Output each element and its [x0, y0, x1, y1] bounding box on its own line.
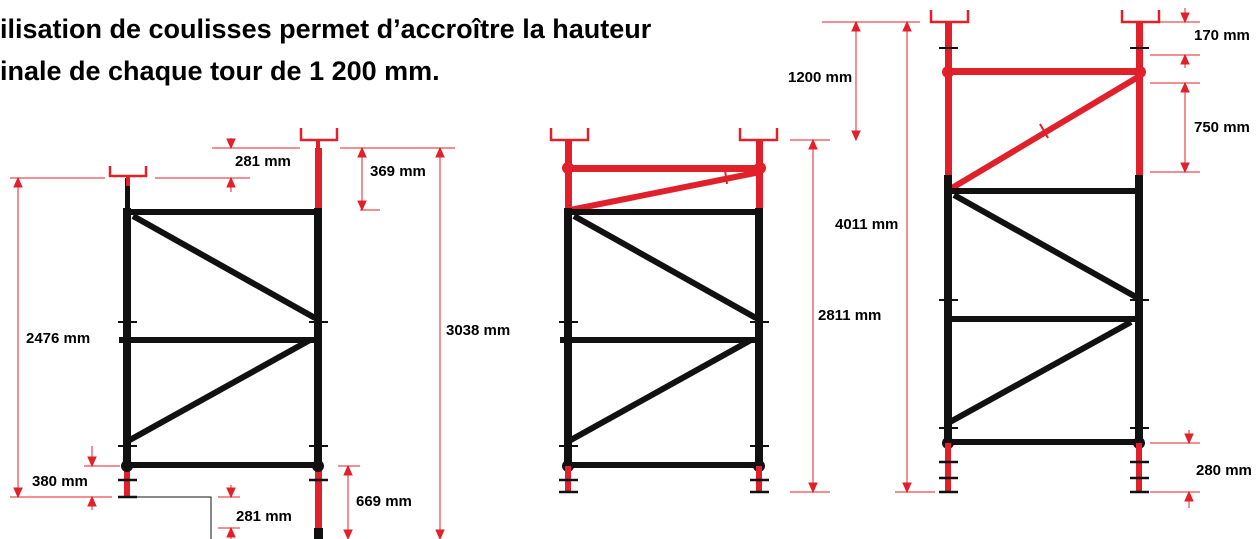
label-2811mm: 2811 mm [818, 307, 882, 324]
label-170mm: 170 mm [1194, 27, 1250, 44]
label-1200mm: 1200 mm [788, 69, 853, 86]
tower3-left-extension [945, 22, 952, 177]
tower-2 [549, 128, 779, 494]
label-281mm-top: 281 mm [235, 153, 291, 170]
tower-1 [108, 128, 339, 539]
tower3-extension-ledger [946, 68, 1142, 75]
label-2476mm: 2476 mm [26, 330, 91, 347]
label-380mm: 380 mm [32, 473, 88, 490]
tower1-right-extension-top [315, 148, 322, 210]
tower2-dimensions [790, 138, 830, 494]
tower1-right-extension-bottom [315, 466, 322, 539]
tower1-right-head [299, 128, 339, 142]
heading-line-2: inale de chaque tour de 1 200 mm. [0, 56, 440, 86]
heading-line-1: ilisation de coulisses permet d’accroîtr… [0, 14, 652, 44]
tower1-left-head [108, 166, 148, 178]
label-281mm-bottom: 281 mm [236, 508, 292, 525]
heading: ilisation de coulisses permet d’accroîtr… [0, 8, 651, 92]
label-750mm: 750 mm [1194, 119, 1250, 136]
label-3038mm: 3038 mm [446, 322, 511, 339]
label-669mm: 669 mm [356, 493, 412, 510]
label-369mm: 369 mm [370, 163, 426, 180]
tower3-right-post [1135, 175, 1143, 443]
label-280mm: 280 mm [1196, 462, 1252, 479]
tower1-dimensions [10, 138, 455, 539]
tower3-left-post [944, 175, 952, 443]
tower2-left-extension [565, 140, 572, 210]
tower2-extension-ledger [566, 165, 762, 172]
tower-3 [929, 10, 1161, 494]
tower3-dimensions [822, 8, 1200, 508]
tower3-right-extension [1136, 22, 1143, 177]
label-4011mm: 4011 mm [835, 216, 899, 233]
